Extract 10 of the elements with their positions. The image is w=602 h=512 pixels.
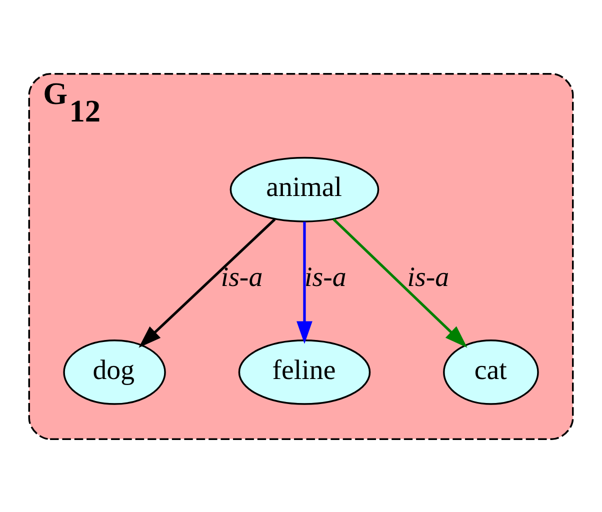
node-ellipse: dog: [63, 338, 166, 404]
arrow: [296, 221, 312, 344]
node-ellipse: animal: [230, 156, 380, 222]
edge-label: is-a: [220, 261, 263, 292]
arrow: [138, 218, 276, 348]
arrow: [332, 218, 468, 348]
edge-label: is-a: [304, 261, 346, 292]
edge-label: is-a: [407, 261, 450, 292]
node-ellipse: cat: [443, 338, 539, 404]
node-ellipse: feline: [238, 338, 371, 404]
